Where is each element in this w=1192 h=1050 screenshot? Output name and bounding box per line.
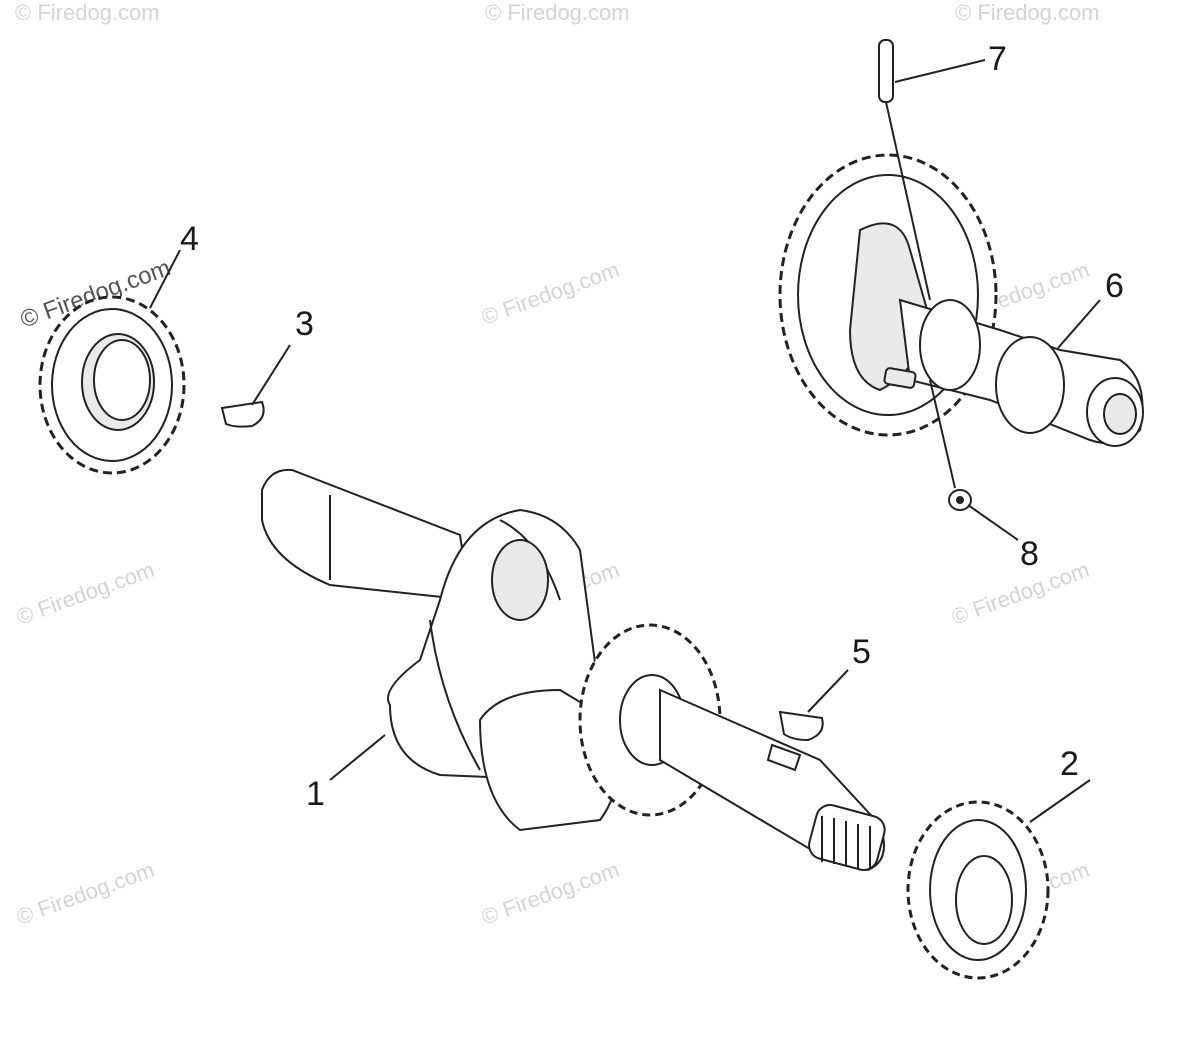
crankshaft-1 (261, 468, 886, 872)
watermark-text: © Firedog.com (13, 557, 157, 630)
leader-line-7 (894, 59, 986, 83)
callout-6: 6 (1105, 267, 1124, 305)
gear-4 (38, 295, 186, 475)
leader-line-5 (807, 669, 849, 713)
callout-5: 5 (852, 633, 871, 671)
leader-line-8 (967, 504, 1019, 541)
callout-labels: 1 2 3 4 5 6 7 8 (180, 40, 1124, 813)
callout-7: 7 (988, 40, 1007, 78)
callout-3: 3 (295, 305, 314, 343)
callout-1: 1 (306, 775, 325, 813)
watermark-text: © Firedog.com (478, 257, 622, 330)
callout-2: 2 (1060, 745, 1079, 783)
woodruff-key-5 (778, 710, 824, 742)
woodruff-key-3 (220, 400, 265, 428)
callout-4: 4 (180, 220, 199, 258)
pin-7 (878, 39, 931, 301)
watermark-text: © Firedog.com (15, 0, 160, 25)
leader-line-4 (149, 249, 181, 309)
leader-lines (149, 59, 1101, 823)
watermark-text: © Firedog.com (13, 857, 157, 930)
callout-8: 8 (1020, 535, 1039, 573)
watermark-text: © Firedog.com (485, 0, 630, 25)
watermark-text: © Firedog.com (478, 857, 622, 930)
gear-2 (906, 800, 1050, 980)
ball-8 (929, 379, 972, 511)
leader-line-6 (1057, 299, 1101, 349)
watermark-text: © Firedog.com (955, 0, 1100, 25)
leader-line-1 (329, 734, 386, 781)
leader-line-3 (251, 344, 291, 406)
camshaft-gear-6 (778, 153, 1144, 447)
leader-line-2 (1029, 779, 1091, 823)
